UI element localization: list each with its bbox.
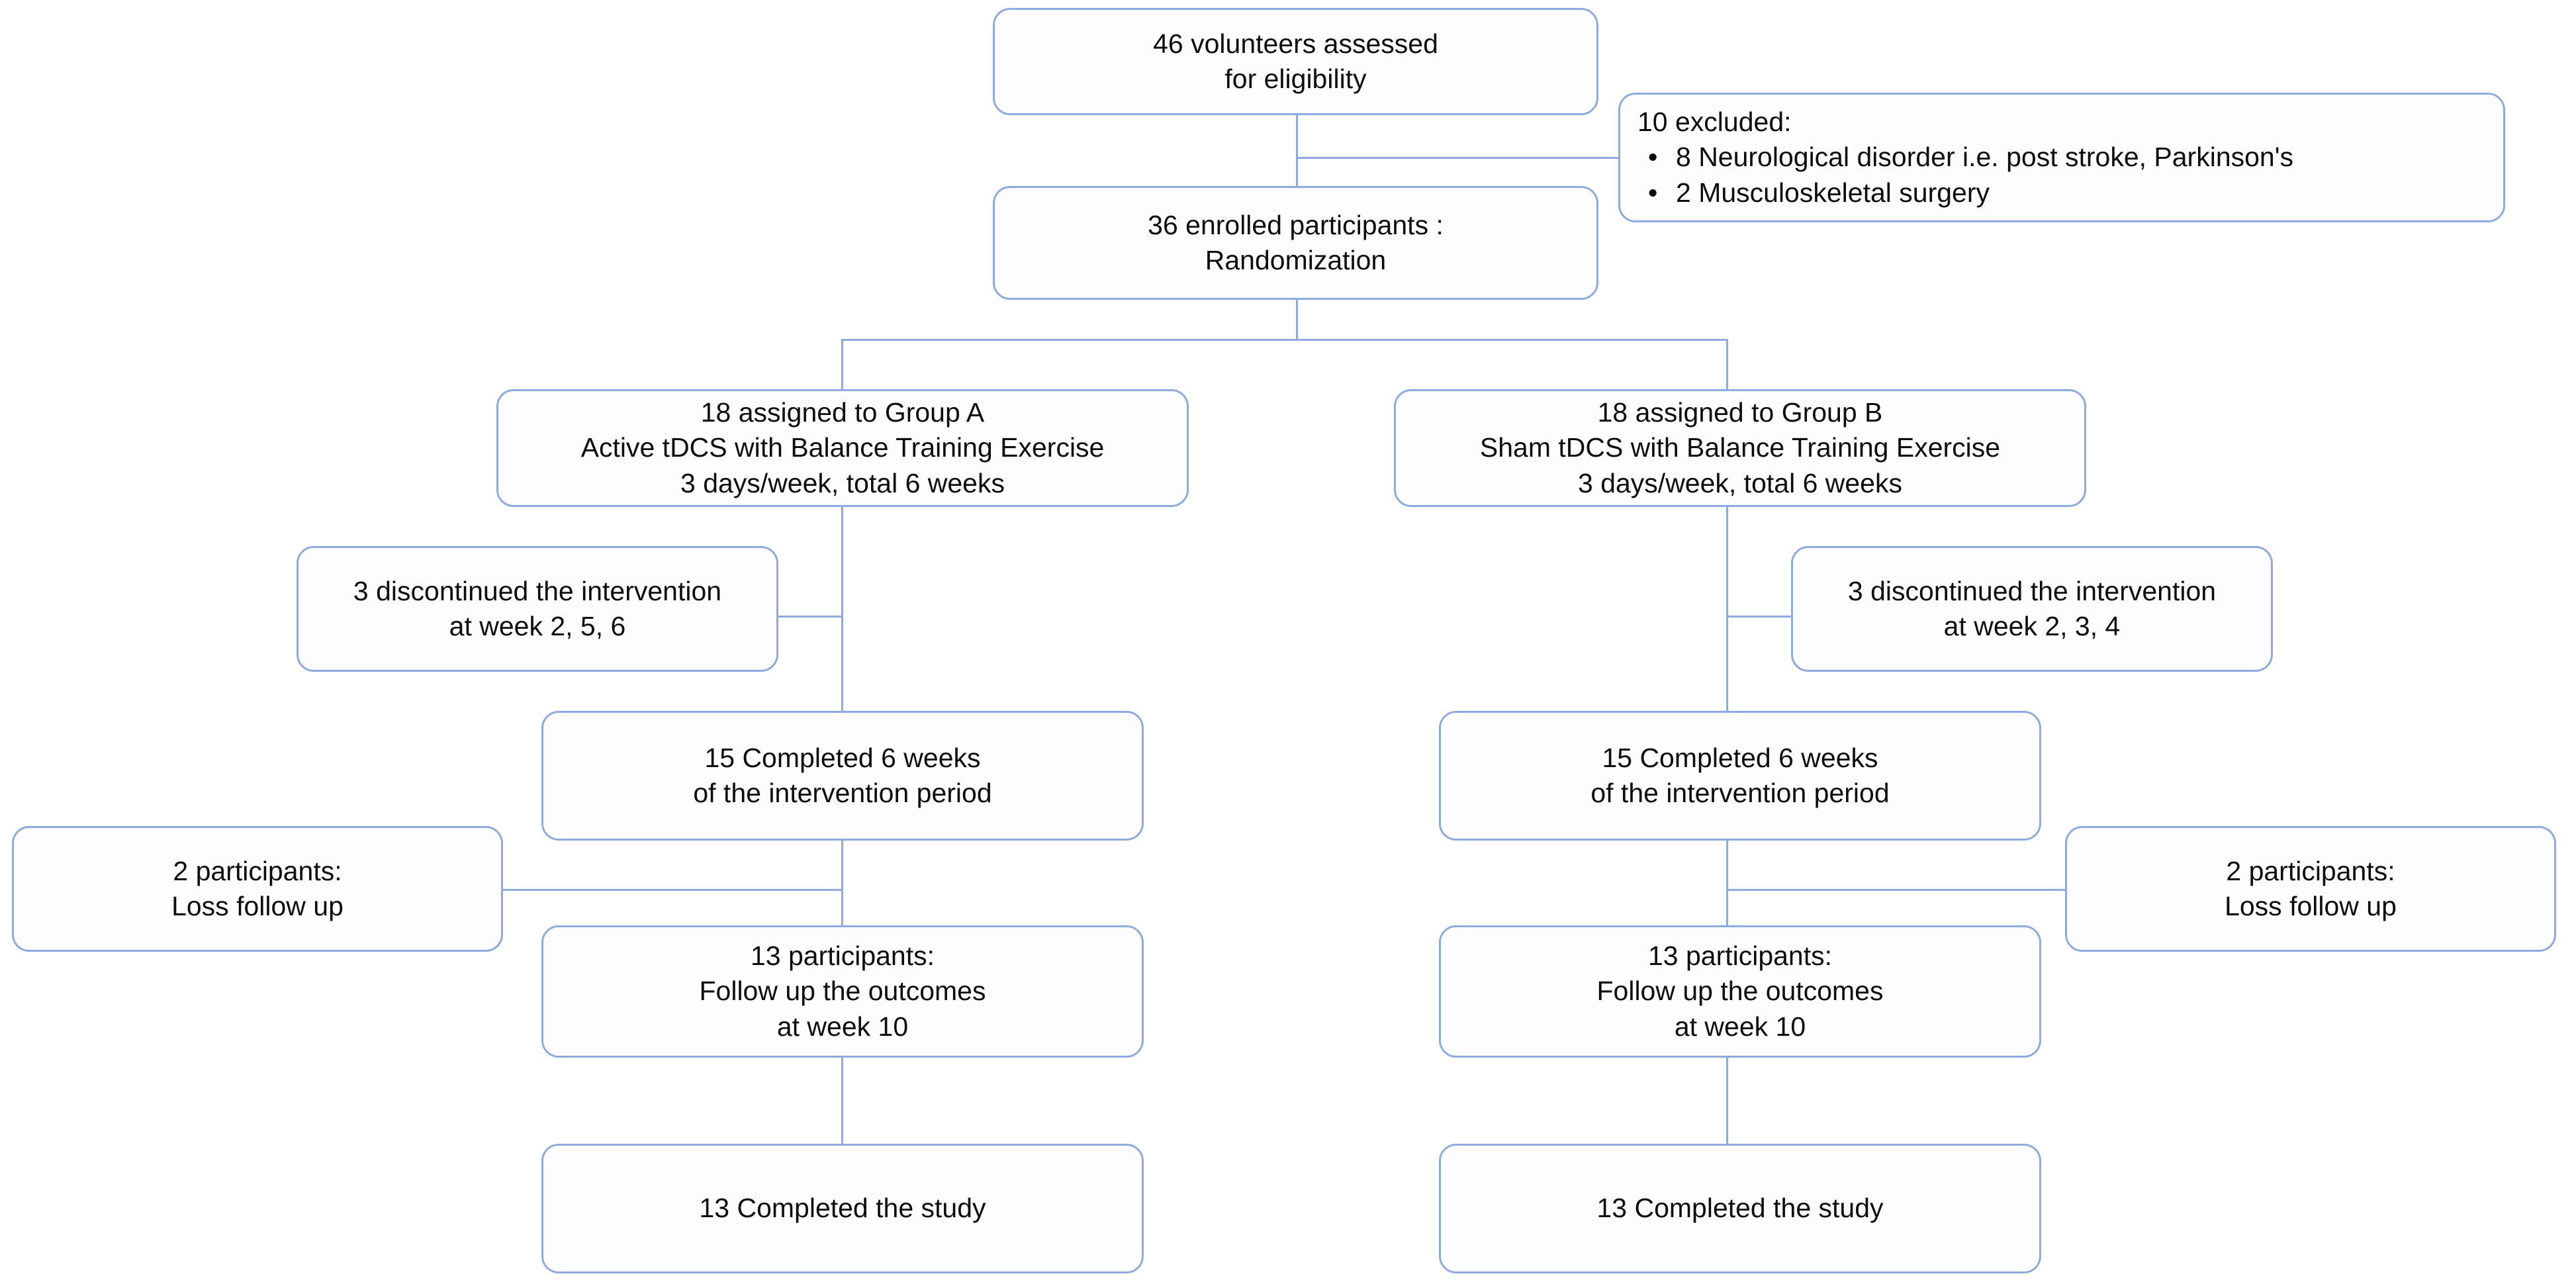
connector-discontinued-b [1726,616,1792,618]
loss-b-line-1: 2 participants: [2226,855,2395,886]
node-loss-follow-up-a: 2 participants: Loss follow up [12,826,503,952]
node-followup-outcomes-a: 13 participants: Follow up the outcomes … [541,925,1144,1058]
enrolled-line-2: Randomization [1205,245,1387,275]
connector-spine-b-upper [1726,506,1728,712]
connector-spine-a-mid [841,840,843,926]
node-completed-study-b: 13 Completed the study [1439,1144,2041,1273]
bullet-icon: • [1648,177,1658,208]
study-a-line-1: 13 Completed the study [699,1193,986,1224]
completed-a-line-1: 15 Completed 6 weeks [704,742,981,773]
node-excluded: 10 excluded: • 8 Neurological disorder i… [1618,93,2505,222]
connector-spine-b-lower [1726,1057,1728,1144]
excluded-item-1-label: 8 Neurological disorder i.e. post stroke… [1676,142,2294,173]
group-a-line-2: Active tDCS with Balance Training Exerci… [580,432,1105,463]
discontinued-a-line-1: 3 discontinued the intervention [353,575,722,606]
discontinued-b-line-1: 3 discontinued the intervention [1847,575,2217,606]
group-b-line-1: 18 assigned to Group B [1597,397,1883,428]
followup-b-line-2: Follow up the outcomes [1596,976,1884,1007]
connector-loss-a [502,889,843,891]
followup-a-line-1: 13 participants: [750,941,935,972]
discontinued-b-line-2: at week 2, 3, 4 [1943,611,2121,641]
connector-spine-a-lower [841,1057,843,1144]
followup-b-line-3: at week 10 [1674,1011,1806,1042]
connector-spine-a-upper [841,506,843,712]
excluded-item-2-label: 2 Musculoskeletal surgery [1676,177,1990,208]
completed-b-line-1: 15 Completed 6 weeks [1602,742,1878,773]
group-b-line-2: Sham tDCS with Balance Training Exercise [1479,432,2001,463]
node-group-b-assignment: 18 assigned to Group B Sham tDCS with Ba… [1394,389,2086,507]
node-followup-outcomes-b: 13 participants: Follow up the outcomes … [1439,925,2041,1058]
loss-a-line-2: Loss follow up [171,891,344,921]
connector-loss-b [1726,889,2065,891]
connector-enrolled-down [1296,299,1298,340]
discontinued-a-line-2: at week 2, 5, 6 [449,611,626,641]
node-discontinued-b: 3 discontinued the intervention at week … [1791,546,2273,672]
excluded-heading: 10 excluded: [1637,107,1792,138]
connector-split-to-group-b [1726,339,1728,390]
node-loss-follow-up-b: 2 participants: Loss follow up [2065,826,2556,952]
assessed-line-2: for eligibility [1224,64,1367,94]
loss-a-line-1: 2 participants: [173,855,342,886]
node-discontinued-a: 3 discontinued the intervention at week … [297,546,778,672]
study-b-line-1: 13 Completed the study [1596,1193,1884,1224]
group-b-line-3: 3 days/week, total 6 weeks [1578,467,1902,498]
followup-a-line-3: at week 10 [776,1011,909,1042]
connector-to-excluded [1296,157,1618,159]
connector-randomization-split-bar [841,339,1728,341]
node-completed-study-a: 13 Completed the study [541,1144,1144,1273]
connector-spine-b-mid [1726,840,1728,926]
followup-b-line-1: 13 participants: [1647,941,1833,972]
excluded-item-2: • 2 Musculoskeletal surgery [1637,175,1990,210]
connector-split-to-group-a [841,339,843,390]
completed-b-line-2: of the intervention period [1590,778,1890,808]
group-a-line-1: 18 assigned to Group A [700,397,985,428]
node-completed-6-weeks-b: 15 Completed 6 weeks of the intervention… [1439,711,2041,841]
excluded-item-1: • 8 Neurological disorder i.e. post stro… [1637,140,2293,175]
node-enrolled-randomization: 36 enrolled participants : Randomization [993,186,1598,300]
bullet-icon: • [1648,142,1658,173]
enrolled-line-1: 36 enrolled participants : [1148,209,1444,240]
loss-b-line-2: Loss follow up [2225,891,2397,921]
connector-assessed-to-enrolled [1296,114,1298,187]
connector-discontinued-a [778,616,843,618]
assessed-line-1: 46 volunteers assessed [1153,28,1438,59]
node-completed-6-weeks-a: 15 Completed 6 weeks of the intervention… [541,711,1144,841]
completed-a-line-2: of the intervention period [693,778,992,808]
followup-a-line-2: Follow up the outcomes [699,976,986,1007]
node-assessed-for-eligibility: 46 volunteers assessed for eligibility [993,8,1598,115]
group-a-line-3: 3 days/week, total 6 weeks [680,467,1005,498]
node-group-a-assignment: 18 assigned to Group A Active tDCS with … [496,389,1189,507]
